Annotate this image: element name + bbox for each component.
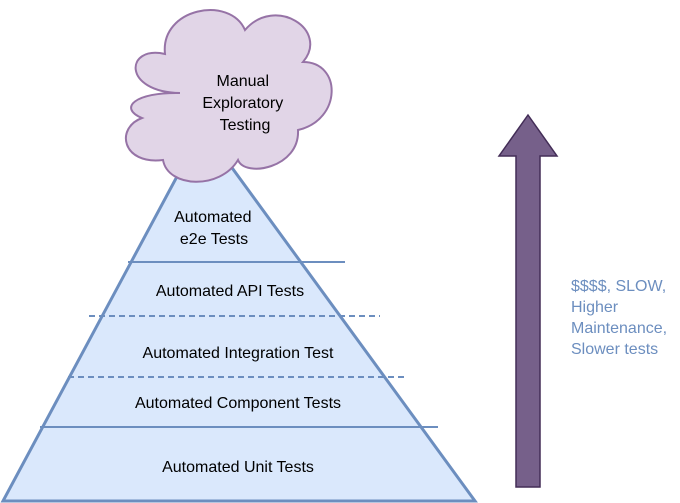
tier-label-line: Automated Integration Test: [143, 345, 334, 362]
cloud-label-line: Exploratory: [202, 95, 283, 112]
tier-label-unit: Automated Unit Tests: [162, 459, 314, 476]
tier-label-line: Automated: [174, 209, 251, 226]
cost-note-line: Slower tests: [571, 341, 659, 358]
cost-note-line: $$$$, SLOW,: [571, 278, 667, 295]
cloud-shape: [125, 9, 333, 183]
tier-label-integration: Automated Integration Test: [143, 345, 334, 362]
pyramid-shape: [0, 125, 478, 503]
cloud-label: Manual Exploratory Testing: [202, 73, 287, 134]
tier-label-line: Automated Component Tests: [135, 395, 341, 412]
cost-note-line: Maintenance,: [571, 320, 668, 337]
cloud-label-line: Manual: [217, 73, 269, 90]
tier-label-api: Automated API Tests: [156, 283, 304, 300]
tier-label-line: Automated Unit Tests: [162, 459, 314, 476]
cost-note-line: Higher: [571, 299, 619, 316]
cost-note: $$$$, SLOW, Higher Maintenance, Slower t…: [571, 276, 679, 360]
cloud-label-line: Testing: [220, 117, 271, 134]
upward-arrow-icon: [497, 113, 559, 488]
tier-label-component: Automated Component Tests: [135, 395, 341, 412]
tier-label-line: e2e Tests: [180, 231, 248, 248]
tier-label-line: Automated API Tests: [156, 283, 304, 300]
tier-label-e2e: Automated e2e Tests: [174, 209, 256, 248]
